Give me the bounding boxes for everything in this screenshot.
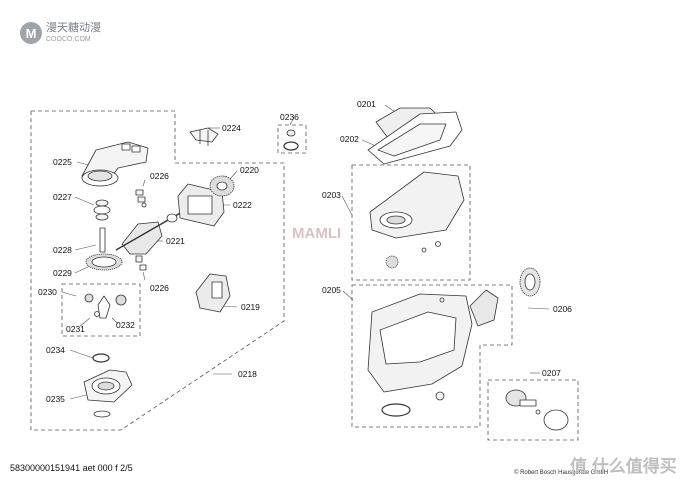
main-gear-icon [85,253,123,271]
part-labels: 0201 0202 0203 0205 0206 0207 0218 0219 … [38,99,572,404]
logo-domain-text: COOCO.COM [46,36,91,43]
speed-knob-icon [505,389,569,431]
label-0222: 0222 [233,200,252,210]
label-0226-lower: 0226 [150,283,169,293]
group-0230-outline [61,283,141,337]
seal-ring-icon [92,353,110,363]
mounting-bracket-icon [189,127,219,146]
logo-chinese-text: 漫天糖动漫 [46,22,101,34]
label-0202: 0202 [340,134,359,144]
label-0226-upper: 0226 [150,171,169,181]
shaft-seal-icon [283,129,299,151]
part-drawings [81,107,569,431]
drive-shaft-icon [99,227,106,253]
gear-housing-bottom-icon [83,369,133,418]
label-0203: 0203 [322,190,341,200]
switch-module-icon [195,273,231,313]
logo-mark-icon: M [20,22,42,44]
cooling-fan-icon [209,175,235,197]
center-watermark: MAMLI [292,225,342,242]
label-0219: 0219 [241,302,260,312]
document-id: 58300000151941 aet 000 f 2/5 [10,463,133,473]
upper-housing-shell-icon [369,171,465,269]
top-cover-frame-icon [367,111,463,165]
label-0224: 0224 [222,123,241,133]
label-0229: 0229 [53,268,72,278]
motor-housing-top-icon [81,141,149,187]
label-0235: 0235 [46,394,65,404]
lower-base-housing-icon [367,289,499,417]
site-watermark-logo: M 漫天糖动漫 COOCO.COM [20,22,101,44]
carbon-brush-lower-icon [135,255,147,271]
label-0236: 0236 [280,112,299,122]
label-0206: 0206 [553,304,572,314]
leader-lines [61,104,550,400]
motor-stator-icon [177,183,225,227]
planetary-gears-icon [84,293,127,319]
label-0230: 0230 [38,287,57,297]
label-0201: 0201 [357,99,376,109]
group-0207-outline [487,379,579,441]
group-0236-outline [277,124,307,154]
label-0234: 0234 [46,345,65,355]
rotary-ring-icon [519,267,541,297]
group-outlines [30,110,579,441]
carbon-brush-upper-icon [135,189,147,208]
label-0220: 0220 [240,165,259,175]
label-0232: 0232 [116,320,135,330]
label-0218: 0218 [238,369,257,379]
label-0207: 0207 [542,368,561,378]
label-0225: 0225 [53,157,72,167]
label-0227: 0227 [53,192,72,202]
label-0205: 0205 [322,285,341,295]
group-0205-outline [351,284,513,428]
label-0231: 0231 [66,324,85,334]
motor-armature-icon [115,211,183,255]
label-0221: 0221 [166,236,185,246]
label-0228: 0228 [53,245,72,255]
bearing-stack-icon [93,199,111,221]
brand-watermark: 值 什么值得买 [570,457,677,476]
group-0203-outline [351,164,471,281]
copyright-notice: © Robert Bosch Hausgeräte GmbH [514,470,609,476]
